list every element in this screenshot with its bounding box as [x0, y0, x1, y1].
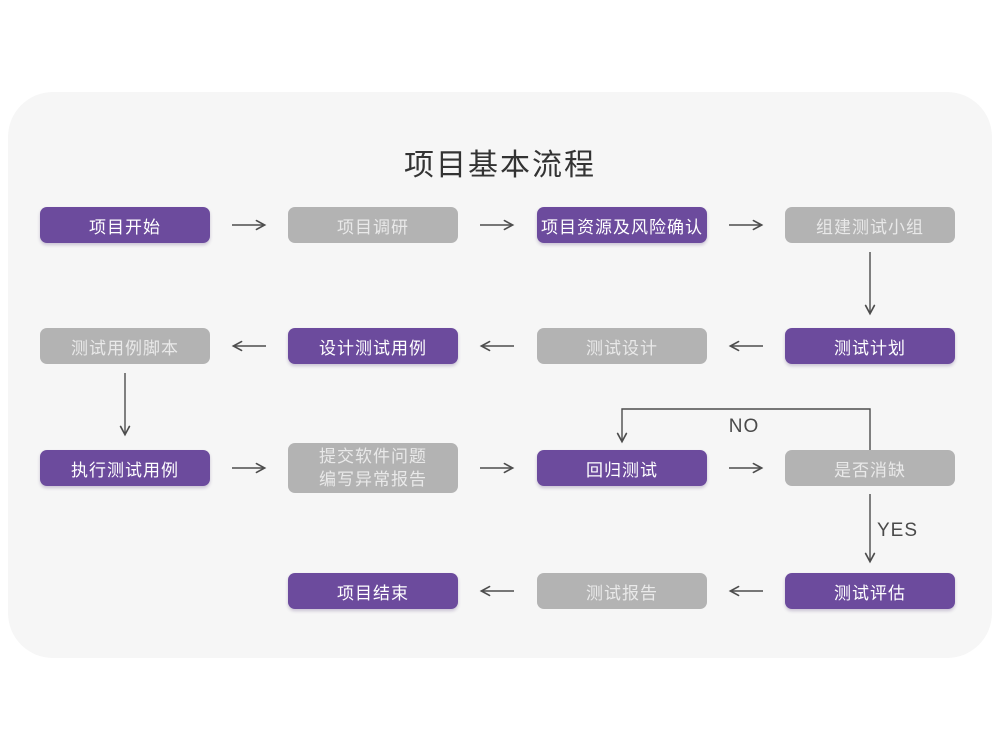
node-test-evaluation: 测试评估: [785, 573, 955, 609]
node-resource-risk-confirm: 项目资源及风险确认: [537, 207, 707, 243]
branch-label-no: NO: [728, 416, 760, 437]
node-project-research: 项目调研: [288, 207, 458, 243]
node-project-end: 项目结束: [288, 573, 458, 609]
node-test-report: 测试报告: [537, 573, 707, 609]
branch-label-yes: YES: [877, 520, 919, 541]
node-submit-issue-report-line1: 提交软件问题: [319, 447, 427, 466]
node-build-test-team: 组建测试小组: [785, 207, 955, 243]
node-defect-resolved-check: 是否消缺: [785, 450, 955, 486]
node-submit-issue-report-line2: 编写异常报告: [319, 470, 427, 489]
node-test-plan: 测试计划: [785, 328, 955, 364]
node-test-design: 测试设计: [537, 328, 707, 364]
node-design-test-case: 设计测试用例: [288, 328, 458, 364]
flowchart-panel: [8, 92, 992, 658]
page-title: 项目基本流程: [404, 149, 596, 182]
node-project-start: 项目开始: [40, 207, 210, 243]
node-execute-test-case: 执行测试用例: [40, 450, 210, 486]
node-submit-issue-report: 提交软件问题 编写异常报告: [288, 443, 458, 493]
node-regression-test: 回归测试: [537, 450, 707, 486]
node-test-case-script: 测试用例脚本: [40, 328, 210, 364]
